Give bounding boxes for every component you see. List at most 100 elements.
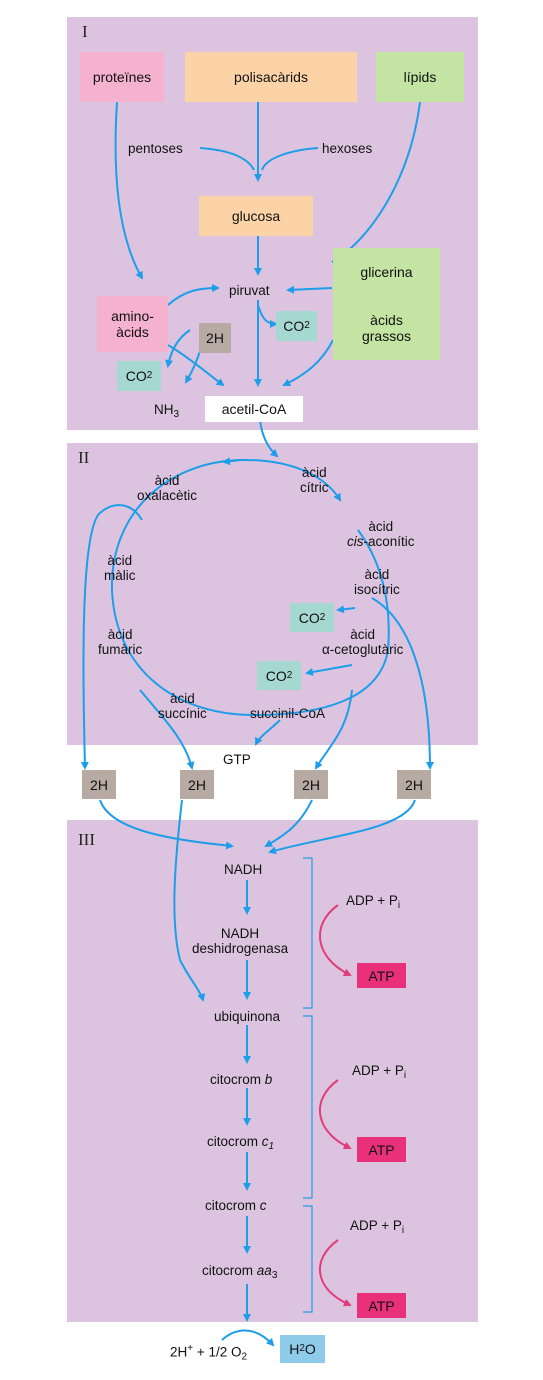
oxaloacetic-line-2: oxalacètic: [137, 488, 198, 503]
polysaccharides-box: polisacàrids: [185, 52, 357, 102]
citric-acid-label: àcid cítric: [300, 465, 329, 495]
lipids-box: lípids: [376, 52, 464, 102]
co2-text-b: CO: [125, 368, 147, 384]
co2-text-c: CO: [298, 609, 320, 626]
fatty-acids-line-2: grassos: [361, 328, 412, 344]
oxygen-superscript: +: [187, 1343, 194, 1354]
adp-pi-label-1: ADP + Pi: [346, 893, 400, 913]
adp-text-3: ADP + P: [350, 1218, 402, 1233]
co2-subscript-c: 2: [319, 611, 326, 623]
gtp-label: GTP: [223, 752, 251, 767]
adp-text-1: ADP + P: [346, 893, 398, 908]
nadh-dehydrogenase-label: NADH deshidrogenasa: [192, 926, 288, 956]
fatty-acids-line-1: àcids: [370, 312, 403, 328]
atp-box-2: ATP: [357, 1137, 406, 1162]
succinic-line-1: àcid: [170, 691, 195, 706]
glucose-box: glucosa: [199, 196, 313, 236]
water-o: O: [304, 1341, 316, 1357]
glycerol-fatty-acids-box: glicerina àcids grassos: [333, 248, 440, 360]
cyt-c1-letter: c: [261, 1134, 269, 1149]
adp-subscript-3: i: [401, 1225, 405, 1236]
isocitric-acid-label: àcid isocítric: [354, 567, 400, 597]
cyt-c1-text: citocrom: [207, 1134, 259, 1149]
water-h: H: [289, 1341, 300, 1357]
ketoglutaric-line-1: àcid: [350, 627, 376, 642]
proteins-box: proteïnes: [80, 52, 164, 102]
citric-line-2: cítric: [300, 480, 329, 495]
cytochrome-c-label: citocrom c: [205, 1198, 267, 1213]
adp-text-2: ADP + P: [352, 1063, 404, 1078]
nadh-dh-line-2: deshidrogenasa: [192, 941, 289, 956]
cyt-aa3-letters: aa: [256, 1263, 272, 1278]
co2-subscript-b: 2: [146, 370, 153, 381]
aconitic-text: -aconític: [363, 534, 415, 549]
cytochrome-b-label: citocrom b: [210, 1072, 272, 1087]
cisaconitic-line-2: cis-aconític: [347, 534, 415, 549]
h2-box-2: 2H: [180, 770, 214, 799]
isocitric-line-1: àcid: [364, 567, 390, 582]
oxaloacetic-line-1: àcid: [154, 473, 180, 488]
succinic-line-2: succínic: [158, 706, 207, 721]
h2-box-stage1: 2H: [199, 323, 231, 353]
cyt-c1-sub-text: 1: [268, 1141, 275, 1152]
co2-text: CO: [283, 318, 305, 334]
atp-box-1: ATP: [357, 963, 406, 988]
stage-2-panel: [67, 443, 478, 745]
co2-subscript: 2: [304, 320, 310, 331]
brackets: [303, 857, 313, 1313]
cisaconitic-line-1: àcid: [368, 519, 394, 534]
citric-line-1: àcid: [301, 465, 327, 480]
water-subscript: 2: [299, 1343, 305, 1354]
atp-box-3: ATP: [357, 1293, 406, 1318]
stage-1-label: I: [82, 22, 88, 41]
hexoses-label: hexoses: [322, 141, 373, 156]
ubiquinone-label: ubiquinona: [214, 1009, 281, 1024]
h2-box-1: 2H: [82, 770, 116, 799]
nh3-subscript: 3: [173, 409, 180, 420]
co2-subscript-d: 2: [286, 669, 293, 681]
stage-3-panel: [67, 820, 478, 1322]
cytochrome-c1-label: citocrom c1: [207, 1134, 274, 1154]
glycerol-label: glicerina: [360, 264, 413, 280]
malic-acid-label: àcid màlic: [104, 553, 136, 583]
adp-subscript-1: i: [397, 900, 401, 911]
cytochrome-aa3-label: citocrom aa3: [202, 1263, 277, 1283]
malic-line-2: màlic: [104, 568, 136, 583]
pentoses-label: pentoses: [128, 141, 183, 156]
nh3-text: NH: [154, 402, 174, 417]
oxygen-reaction-label: 2H+ + 1/2 O2: [170, 1341, 247, 1365]
cis-aconitic-acid-label: àcid cis-aconític: [347, 519, 415, 549]
fumaric-line-1: àcid: [107, 627, 133, 642]
stage-2-label: II: [78, 448, 90, 467]
fumaric-acid-label: àcid fumàric: [98, 627, 142, 657]
succinyl-coa-label: succinil-CoA: [250, 706, 326, 721]
nadh-label: NADH: [224, 862, 263, 877]
adp-pi-label-3: ADP + Pi: [350, 1218, 404, 1238]
ammonia-label: NH3: [154, 402, 179, 422]
cyt-c1-subscript: 1: [269, 1141, 275, 1152]
h2-box-3: 2H: [294, 770, 328, 799]
malic-line-1: àcid: [107, 553, 133, 568]
adp-pi-label-2: ADP + Pi: [352, 1063, 406, 1083]
succinic-acid-label: àcid succínic: [158, 691, 207, 721]
oxaloacetic-acid-label: àcid oxalacètic: [137, 473, 197, 503]
cyt-aa3-subscript: 3: [271, 1270, 278, 1281]
amino-acids-line-1: amino-: [111, 308, 154, 324]
oxygen-h-text: 2H: [170, 1344, 188, 1360]
pyruvate-label: piruvat: [229, 283, 270, 298]
fumaric-line-2: fumàric: [98, 642, 143, 657]
amino-acids-line-2: àcids: [116, 324, 149, 340]
cyt-c-letter: c: [259, 1198, 267, 1213]
co2-text-d: CO: [265, 667, 287, 684]
fatty-acids-label: àcids grassos: [362, 312, 411, 344]
ketoglutaric-acid-label: àcid α-cetoglutàric: [322, 627, 403, 657]
atp-arrows: [318, 904, 352, 1307]
isocitric-line-2: isocítric: [354, 582, 400, 597]
nadh-dh-line-1: NADH: [220, 926, 260, 941]
adp-subscript-2: i: [403, 1070, 407, 1081]
ketoglutaric-line-2: α-cetoglutàric: [322, 642, 404, 657]
